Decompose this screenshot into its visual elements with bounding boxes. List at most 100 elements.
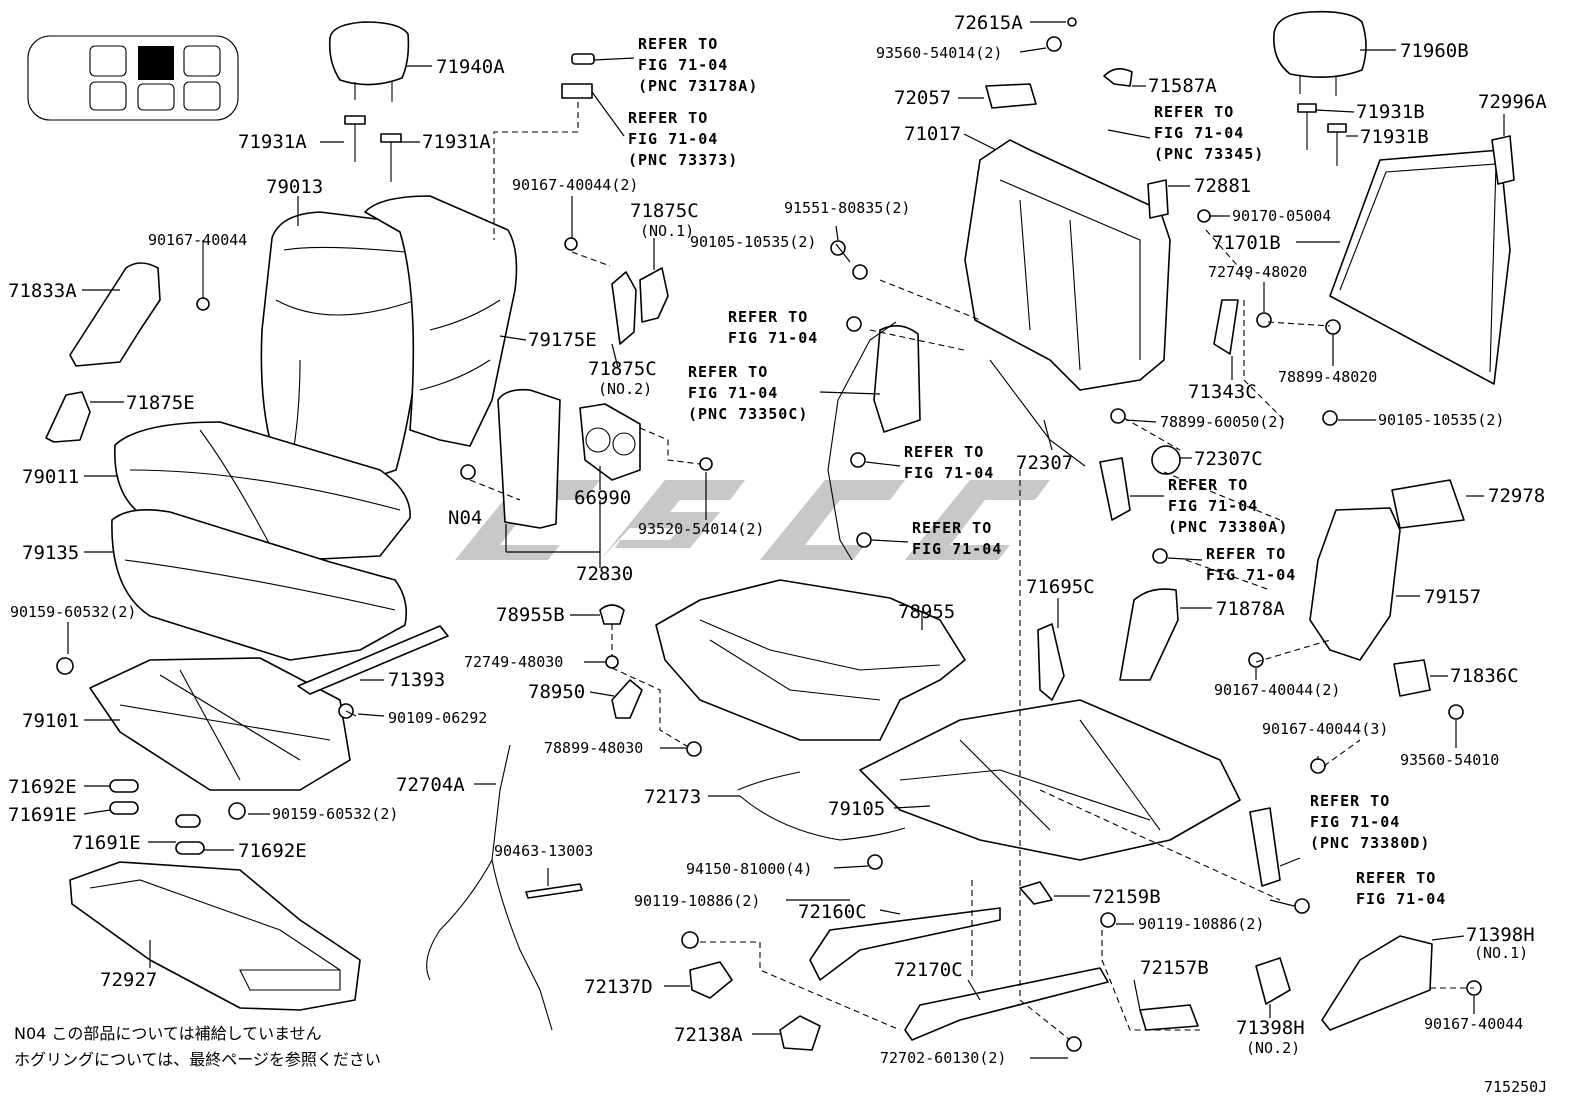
cover-71833a bbox=[69, 262, 161, 367]
covers-72137d-72138a bbox=[689, 961, 821, 1051]
label-79011: 79011 bbox=[22, 466, 79, 488]
label-90119-10886-b: 90119-10886(2) bbox=[1138, 915, 1264, 933]
label-72138A: 72138A bbox=[674, 1024, 743, 1046]
cover-71836c bbox=[1393, 659, 1431, 697]
label-71960B: 71960B bbox=[1400, 40, 1469, 62]
label-78955B: 78955B bbox=[496, 604, 565, 626]
label-71931A-2: 71931A bbox=[422, 131, 491, 153]
footnote-hog-ring: ホグリングについては、最終ページを参照ください bbox=[14, 1050, 381, 1069]
label-78950: 78950 bbox=[528, 681, 585, 703]
bolts-mid bbox=[681, 854, 1116, 1052]
svg-text:(PNC 73380A): (PNC 73380A) bbox=[1168, 518, 1288, 536]
label-72157B: 72157B bbox=[1140, 957, 1209, 979]
cushion-pad-79135 bbox=[111, 509, 408, 661]
board-71701b bbox=[1329, 149, 1511, 385]
seatback-cover-79175e bbox=[364, 195, 518, 447]
cover-71695c bbox=[1037, 623, 1065, 701]
rail-72170c bbox=[904, 967, 1109, 1041]
svg-text:FIG 71-04: FIG 71-04 bbox=[912, 540, 1002, 558]
refer-pnc-73380a: REFER TO FIG 71-04 (PNC 73380A) bbox=[1130, 476, 1288, 536]
label-72704A: 72704A bbox=[396, 774, 465, 796]
svg-text:(PNC 73350C): (PNC 73350C) bbox=[688, 405, 808, 423]
clip-78950 bbox=[605, 655, 643, 719]
label-72749-48020: 72749-48020 bbox=[1208, 263, 1307, 281]
armrest-72830 bbox=[497, 388, 561, 529]
label-94150-81000: 94150-81000(4) bbox=[686, 860, 812, 878]
svg-text:FIG 71-04: FIG 71-04 bbox=[1356, 890, 1446, 908]
label-71587A: 71587A bbox=[1148, 75, 1217, 97]
svg-text:FIG 71-04: FIG 71-04 bbox=[1168, 497, 1258, 515]
refer-pnc-73350c: REFER TO FIG 71-04 (PNC 73350C) bbox=[688, 363, 881, 423]
label-71393: 71393 bbox=[388, 669, 445, 691]
label-79135: 79135 bbox=[22, 542, 79, 564]
ring-n04 bbox=[460, 464, 476, 480]
svg-text:FIG 71-04: FIG 71-04 bbox=[1154, 124, 1244, 142]
svg-text:FIG 71-04: FIG 71-04 bbox=[904, 464, 994, 482]
refer-pnc-73373: REFER TO FIG 71-04 (PNC 73373) bbox=[591, 91, 737, 169]
lock-cover-72057 bbox=[985, 83, 1037, 109]
label-90105-10535-b: 90105-10535(2) bbox=[1378, 411, 1504, 429]
svg-text:FIG 71-04: FIG 71-04 bbox=[628, 130, 718, 148]
label-90167-40044-c: 90167-40044(2) bbox=[1214, 681, 1340, 699]
label-72996A: 72996A bbox=[1478, 91, 1547, 113]
label-71691E-1: 71691E bbox=[8, 804, 77, 826]
cover-72978 bbox=[1391, 479, 1465, 529]
bolt-90159-left bbox=[56, 657, 74, 675]
seat-track-frame-79105 bbox=[859, 699, 1241, 861]
refer-fig-71-04-d: REFER TO FIG 71-04 bbox=[1167, 545, 1296, 584]
svg-text:REFER TO: REFER TO bbox=[638, 35, 718, 53]
svg-text:FIG 71-04: FIG 71-04 bbox=[1310, 813, 1400, 831]
label-78899-48020: 78899-48020 bbox=[1278, 368, 1377, 386]
label-71940A: 71940A bbox=[436, 56, 505, 78]
svg-text:FIG 71-04: FIG 71-04 bbox=[1206, 566, 1296, 584]
label-72881: 72881 bbox=[1194, 175, 1251, 197]
seatback-frame-71017 bbox=[964, 139, 1171, 391]
cable-72704a bbox=[426, 744, 553, 1031]
tie-90463 bbox=[525, 883, 583, 899]
label-78955: 78955 bbox=[898, 601, 955, 623]
label-71398H-1: 71398H bbox=[1466, 924, 1535, 946]
svg-text:REFER TO: REFER TO bbox=[728, 308, 808, 326]
bolt-90159-lower bbox=[228, 802, 246, 820]
seat-position-map bbox=[27, 35, 239, 121]
label-91551-80835: 91551-80835(2) bbox=[784, 199, 910, 217]
part-labels: 71940A 71931A 71931A 79013 90167-40044 7… bbox=[8, 12, 1547, 1067]
label-78899-48030: 78899-48030 bbox=[544, 739, 643, 757]
svg-text:REFER TO: REFER TO bbox=[904, 443, 984, 461]
label-72137D: 72137D bbox=[584, 976, 653, 998]
footnote-n04: N04 この部品については補給していません bbox=[14, 1024, 322, 1043]
label-72615A: 72615A bbox=[954, 12, 1023, 34]
label-71878A: 71878A bbox=[1216, 598, 1285, 620]
refer-fig-71-04-c: REFER TO FIG 71-04 bbox=[871, 519, 1002, 558]
refer-pnc-73345: REFER TO FIG 71-04 (PNC 73345) bbox=[1107, 103, 1263, 163]
label-79101: 79101 bbox=[22, 710, 79, 732]
bolts-right bbox=[830, 17, 1482, 996]
label-71017: 71017 bbox=[904, 123, 961, 145]
label-72057: 72057 bbox=[894, 87, 951, 109]
clip-72157b bbox=[1139, 1004, 1199, 1031]
svg-text:FIG 71-04: FIG 71-04 bbox=[728, 329, 818, 347]
label-71398H-2-sub: (NO.2) bbox=[1246, 1039, 1300, 1057]
cover-71875e bbox=[45, 391, 91, 443]
label-90167-40044-a: 90167-40044 bbox=[148, 231, 247, 249]
label-71875C-2-sub: (NO.2) bbox=[598, 380, 652, 398]
watermark-logo bbox=[455, 480, 1050, 560]
label-71833A: 71833A bbox=[8, 280, 77, 302]
label-71695C: 71695C bbox=[1026, 576, 1095, 598]
clip-78955b bbox=[599, 604, 625, 625]
clip-72159b bbox=[1019, 881, 1053, 905]
label-93560-54010: 93560-54010 bbox=[1400, 751, 1499, 769]
bracket-72996a bbox=[1491, 135, 1515, 185]
bolt-90109 bbox=[338, 703, 357, 719]
guide-71931b bbox=[1297, 103, 1347, 166]
svg-text:REFER TO: REFER TO bbox=[1206, 545, 1286, 563]
caps-71692e-71691e bbox=[109, 779, 205, 855]
bracket-66990 bbox=[579, 403, 641, 481]
belt-72307-assembly bbox=[827, 321, 1086, 561]
guide-71931a-left bbox=[344, 115, 402, 182]
label-72307C: 72307C bbox=[1194, 448, 1263, 470]
label-72702-60130: 72702-60130(2) bbox=[880, 1049, 1006, 1067]
bracket-71343c bbox=[1213, 299, 1239, 355]
label-71931A-1: 71931A bbox=[238, 131, 307, 153]
